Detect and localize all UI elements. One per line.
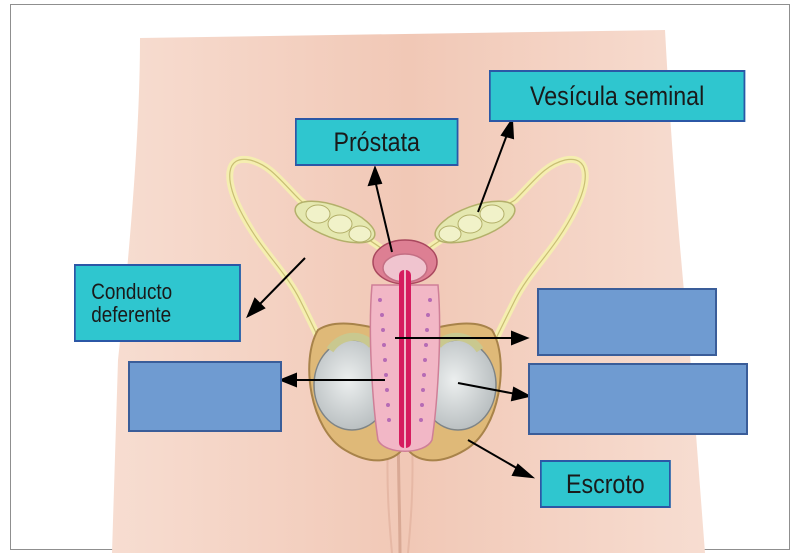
- label-conducto-deferente: Conducto deferente: [74, 264, 241, 342]
- blank-answer-box-1[interactable]: [537, 288, 717, 356]
- label-vesicula-seminal: Vesícula seminal: [489, 70, 745, 122]
- blank-answer-box-3[interactable]: [528, 363, 748, 435]
- label-escroto: Escroto: [540, 460, 671, 508]
- label-prostata: Próstata: [295, 118, 458, 166]
- blank-answer-box-2[interactable]: [128, 361, 282, 432]
